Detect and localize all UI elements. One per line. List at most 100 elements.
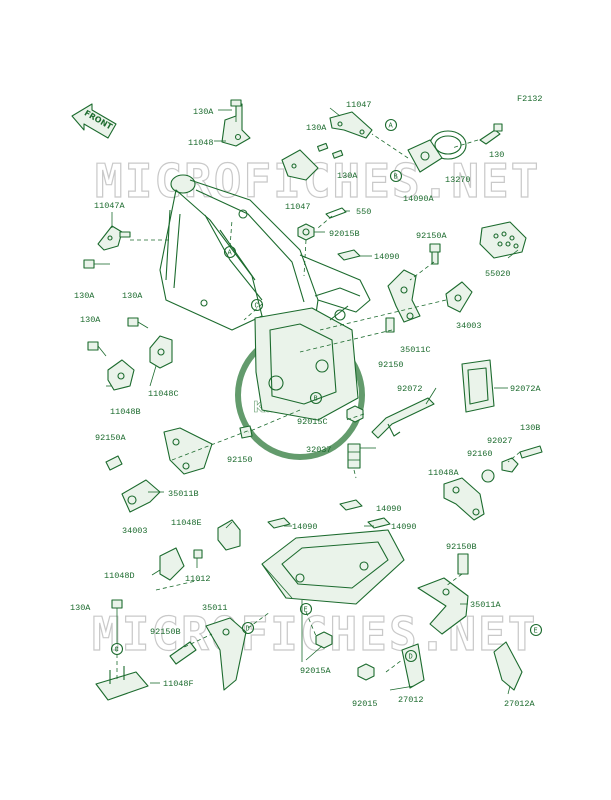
label-92150-right: 92150 bbox=[378, 360, 404, 370]
bracket-11048d bbox=[159, 547, 185, 581]
bolt-130a-bottom bbox=[111, 599, 123, 640]
clip-11012 bbox=[193, 549, 203, 559]
bolt-92150a-right bbox=[429, 243, 441, 265]
nut-92015a bbox=[315, 631, 333, 649]
bracket-11048b bbox=[107, 359, 135, 391]
label-11048c: 11048C bbox=[148, 389, 179, 399]
bracket-11048f bbox=[95, 666, 149, 701]
label-130a-left3: 130A bbox=[80, 315, 101, 325]
label-92015: 92015 bbox=[352, 699, 378, 709]
label-34003-right: 34003 bbox=[456, 321, 482, 331]
label-92072: 92072 bbox=[397, 384, 423, 394]
bolt-92150b-left bbox=[169, 641, 197, 665]
plate-27012 bbox=[401, 643, 425, 689]
ref-a-1: A bbox=[389, 123, 394, 131]
bracket-11047a bbox=[97, 225, 131, 251]
label-11012: 11012 bbox=[185, 574, 211, 584]
label-leaders bbox=[106, 107, 519, 695]
nut-92015 bbox=[357, 663, 375, 681]
bolt-130b bbox=[519, 445, 543, 459]
bracket-11048e bbox=[217, 519, 241, 551]
label-92015a: 92015A bbox=[300, 666, 332, 676]
label-14090-d: 14090 bbox=[391, 522, 417, 532]
cap-14090-top bbox=[337, 249, 361, 261]
ref-d-2: D bbox=[409, 654, 413, 662]
caps-14090-lower bbox=[267, 499, 391, 529]
label-130a-left2: 130A bbox=[122, 291, 143, 301]
footrest-34003-right bbox=[445, 281, 473, 313]
ref-c-1: C bbox=[255, 303, 259, 311]
label-11048a: 11048A bbox=[428, 468, 460, 478]
label-27012a: 27012A bbox=[504, 699, 536, 709]
label-550: 550 bbox=[356, 207, 371, 217]
label-32037: 32037 bbox=[306, 445, 332, 455]
lower-subframe bbox=[261, 529, 405, 605]
bracket-11048c bbox=[149, 335, 173, 369]
front-arrow-icon: FRONT bbox=[71, 103, 117, 139]
label-92150a-left: 92150A bbox=[95, 433, 127, 443]
ref-c-2: C bbox=[115, 647, 119, 655]
label-11047-lower: 11047 bbox=[285, 202, 311, 212]
figure-code: F2132 bbox=[517, 94, 543, 104]
nut-92015c bbox=[346, 405, 364, 423]
bolt-92150-right bbox=[385, 317, 395, 333]
stud-32037 bbox=[347, 443, 361, 469]
label-92150b-left: 92150B bbox=[150, 627, 181, 637]
collar-92027 bbox=[501, 457, 519, 473]
label-92150b-right: 92150B bbox=[446, 542, 477, 552]
label-55020: 55020 bbox=[485, 269, 511, 279]
damper-92160 bbox=[481, 469, 495, 483]
label-11048: 11048 bbox=[188, 138, 214, 148]
label-11047-top: 11047 bbox=[346, 100, 372, 110]
bracket-11047-top bbox=[329, 111, 373, 139]
ref-e-1: E bbox=[304, 607, 308, 615]
ref-b-1: B bbox=[394, 174, 398, 182]
bolt-130a-top bbox=[230, 99, 242, 122]
label-11048b: 11048B bbox=[110, 407, 141, 417]
band-92072a bbox=[461, 359, 495, 413]
bolt-130 bbox=[479, 123, 503, 145]
dashed-leaders bbox=[116, 133, 521, 680]
rear-bracket-35011a bbox=[417, 577, 469, 635]
pedal-pad-55020 bbox=[479, 221, 527, 259]
footrest-34003-left bbox=[121, 479, 161, 513]
label-11048f: 11048F bbox=[163, 679, 194, 689]
bolt-92150a-left bbox=[105, 455, 123, 471]
bolt-92150b-right bbox=[457, 553, 469, 575]
label-11048e: 11048E bbox=[171, 518, 202, 528]
label-14090-c: 14090 bbox=[292, 522, 318, 532]
main-frame bbox=[159, 174, 371, 421]
label-92150a-right: 92150A bbox=[416, 231, 448, 241]
bracket-11047-lower bbox=[281, 149, 319, 181]
label-130: 130 bbox=[489, 150, 504, 160]
label-130b: 130B bbox=[520, 423, 540, 433]
label-130a-left: 130A bbox=[74, 291, 95, 301]
clip-550 bbox=[325, 207, 347, 219]
bracket-11048a bbox=[443, 477, 485, 521]
nut-92015b bbox=[297, 223, 315, 241]
label-35011c: 35011C bbox=[400, 345, 431, 355]
strap-92072 bbox=[371, 397, 435, 439]
plate-27012a bbox=[493, 641, 523, 691]
rear-bracket-35011 bbox=[205, 617, 247, 691]
label-14090a: 14090A bbox=[403, 194, 435, 204]
label-14090-top: 14090 bbox=[374, 252, 400, 262]
label-35011: 35011 bbox=[202, 603, 228, 613]
ref-d-1: D bbox=[246, 626, 250, 634]
watermark-top: MICROFICHES.NET bbox=[95, 154, 540, 208]
label-14090-b: 14090 bbox=[376, 504, 402, 514]
ref-markers: A A B B C C D D E E bbox=[110, 118, 543, 663]
label-11047a: 11047A bbox=[94, 201, 126, 211]
label-13270: 13270 bbox=[445, 175, 471, 185]
label-92015c: 92015C bbox=[297, 417, 328, 427]
ref-a-2: A bbox=[228, 250, 233, 258]
label-34003-left: 34003 bbox=[122, 526, 148, 536]
label-35011a: 35011A bbox=[470, 600, 502, 610]
label-92027: 92027 bbox=[487, 436, 513, 446]
bolt-130a-left2 bbox=[127, 317, 149, 329]
label-92015b: 92015B bbox=[329, 229, 360, 239]
ref-b-2: B bbox=[314, 396, 318, 404]
label-35011b: 35011B bbox=[168, 489, 199, 499]
bolt-92150-left bbox=[239, 425, 253, 439]
